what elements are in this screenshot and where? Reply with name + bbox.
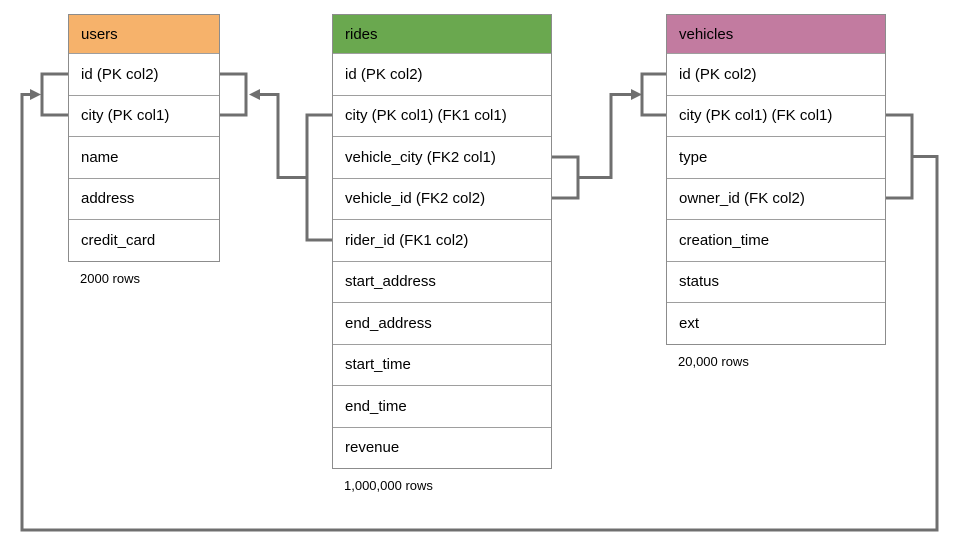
fk2-rides-to-vehicles-connector	[551, 72, 667, 200]
fk1-rides-to-users-connector	[219, 72, 333, 242]
vehicles-column-row: owner_id (FK col2)	[667, 177, 885, 219]
users-column-row: address	[69, 177, 219, 219]
rides-column-row: city (PK col1) (FK1 col1)	[333, 94, 551, 136]
users-column-row: city (PK col1)	[69, 94, 219, 136]
vehicles-column-row: id (PK col2)	[667, 53, 885, 95]
users-column-row: credit_card	[69, 219, 219, 261]
vehicles-row-count-label: 20,000 rows	[678, 353, 749, 369]
rides-column-row: rider_id (FK1 col2)	[333, 219, 551, 261]
rides-row-count-label: 1,000,000 rows	[344, 478, 433, 493]
users-column-row: name	[69, 136, 219, 178]
rides-column-row: id (PK col2)	[333, 53, 551, 95]
table-vehicles: vehicles id (PK col2)city (PK col1) (FK …	[666, 14, 886, 369]
table-vehicles-rows: id (PK col2)city (PK col1) (FK col1)type…	[667, 53, 885, 344]
rides-column-row: vehicle_city (FK2 col1)	[333, 136, 551, 178]
vehicles-column-row: status	[667, 260, 885, 302]
vehicles-column-row: city (PK col1) (FK col1)	[667, 94, 885, 136]
vehicles-column-row: ext	[667, 302, 885, 344]
users-column-row: id (PK col2)	[69, 53, 219, 95]
rides-column-row: end_address	[333, 302, 551, 344]
fk-arrowhead-icon	[30, 89, 41, 100]
table-vehicles-header: vehicles	[667, 15, 885, 53]
table-rides-box: rides id (PK col2)city (PK col1) (FK1 co…	[332, 14, 552, 469]
rides-column-row: start_address	[333, 260, 551, 302]
rides-column-row: end_time	[333, 385, 551, 427]
fk1-arrowhead-icon	[249, 89, 260, 100]
fk2-arrowhead-icon	[631, 89, 642, 100]
rides-column-row: start_time	[333, 343, 551, 385]
table-vehicles-box: vehicles id (PK col2)city (PK col1) (FK …	[666, 14, 886, 345]
users-row-count-label: 2000 rows	[80, 270, 140, 286]
table-rides-header: rides	[333, 15, 551, 53]
rides-column-row: revenue	[333, 426, 551, 468]
vehicles-column-row: creation_time	[667, 219, 885, 261]
fk-vehicles-to-users-connector	[20, 72, 939, 532]
vehicles-column-row: type	[667, 136, 885, 178]
table-rides-rows: id (PK col2)city (PK col1) (FK1 col1)veh…	[333, 53, 551, 468]
rides-column-row: vehicle_id (FK2 col2)	[333, 177, 551, 219]
table-rides: rides id (PK col2)city (PK col1) (FK1 co…	[332, 14, 552, 493]
table-users-header: users	[69, 15, 219, 53]
